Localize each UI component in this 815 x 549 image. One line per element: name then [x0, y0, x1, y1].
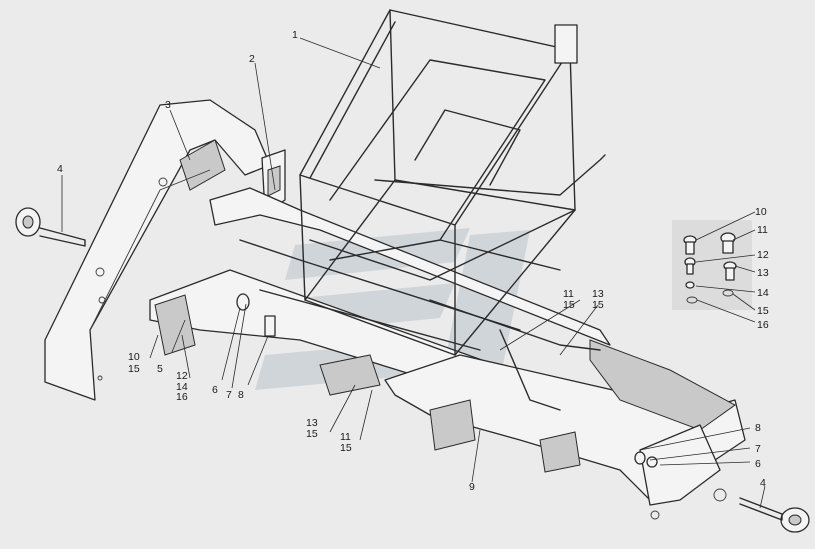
callout-7-right: 7 — [755, 443, 761, 455]
towing-hook-left-part-4 — [15, 207, 86, 247]
callout-4-left: 4 — [57, 163, 63, 175]
callout-8-left: 8 — [238, 389, 244, 401]
callout-15-low: 15 — [306, 428, 318, 440]
callout-15-mid: 15 — [563, 299, 575, 311]
callout-13-low: 13 — [306, 417, 318, 429]
callout-6-left: 6 — [212, 384, 218, 396]
callout-13-set: 13 — [757, 267, 769, 279]
callout-8-right: 8 — [755, 422, 761, 434]
cage-frame-part-1 — [299, 9, 606, 356]
callout-12-left: 12 — [176, 370, 188, 382]
callout-15-mid-b: 15 — [592, 299, 604, 311]
callout-4-right: 4 — [760, 477, 766, 489]
callout-5: 5 — [157, 363, 163, 375]
callout-6-right: 6 — [755, 458, 761, 470]
callout-15-set: 15 — [757, 305, 769, 317]
callout-3: 3 — [165, 99, 171, 111]
callout-12-set: 12 — [757, 249, 769, 261]
callout-11-mid: 11 — [563, 288, 574, 300]
callout-7-left: 7 — [226, 389, 232, 401]
front-bumper-part-3 — [44, 99, 271, 401]
callout-16-set: 16 — [757, 319, 769, 331]
callout-1: 1 — [292, 29, 298, 41]
callout-15-low-b: 15 — [340, 442, 352, 454]
callout-14-left: 14 — [176, 381, 188, 393]
callout-2: 2 — [249, 53, 255, 65]
callout-11-set: 11 — [757, 224, 768, 236]
callout-9: 9 — [469, 481, 475, 493]
towing-hook-right-part-4 — [739, 497, 810, 533]
callout-10-set: 10 — [755, 206, 767, 218]
callout-13-mid: 13 — [592, 288, 604, 300]
callout-10-left: 10 — [128, 351, 140, 363]
callout-14-set: 14 — [757, 287, 769, 299]
callout-labels: 1 2 3 4 5 6 7 8 9 10 15 12 14 16 11 15 1… — [57, 29, 769, 493]
callout-15-left: 15 — [128, 363, 140, 375]
fastener-set — [672, 220, 752, 310]
callout-16-left: 16 — [176, 391, 188, 403]
callout-11-low: 11 — [340, 431, 351, 443]
leader-lines — [61, 37, 766, 509]
